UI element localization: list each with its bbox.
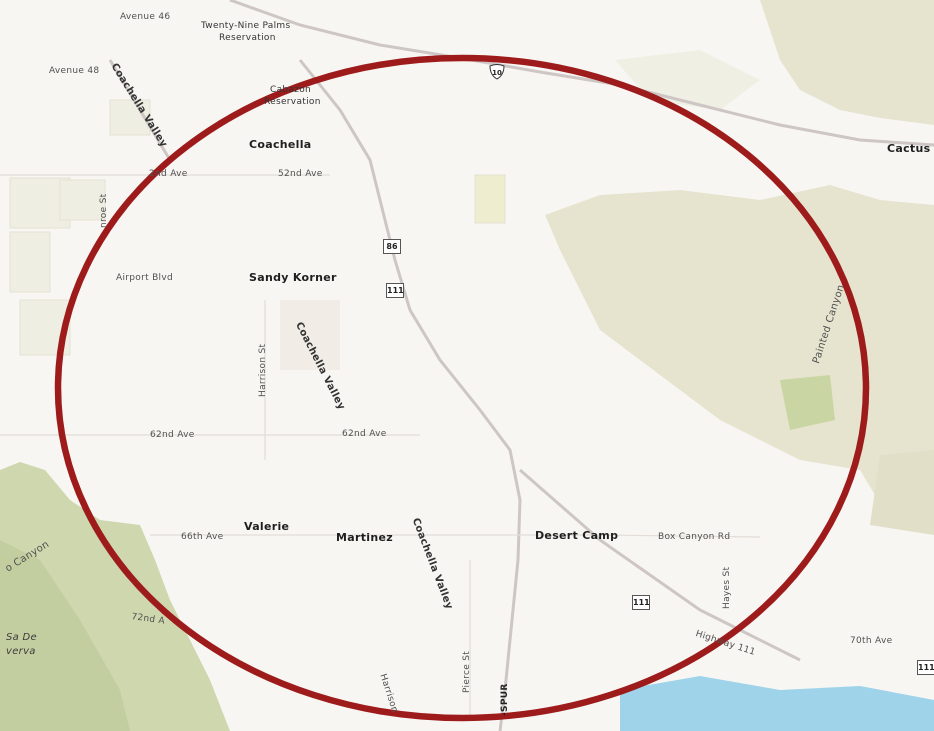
highlight-circle — [54, 54, 870, 722]
reservation-label-cabazon-line1: Cabazon — [270, 85, 312, 95]
reservation-label-twentynine-palms-line1: Twenty-Nine Palms — [201, 21, 291, 31]
road-label-pierce: Pierce St — [462, 650, 472, 693]
route-111-north-shield-icon: 111 — [386, 283, 404, 298]
reservation-label-twentynine-palms-line2: Reservation — [219, 33, 276, 43]
interstate-10-shield-icon: 10 — [489, 64, 505, 80]
road-label-spur: -SPUR — [500, 683, 510, 716]
route-86-shield-icon: 86 — [383, 239, 401, 254]
terrain-northeast — [760, 0, 934, 125]
road-label-hayes: Hayes St — [722, 566, 732, 609]
road-label-monroe: nroe St — [99, 193, 109, 228]
road-label-70th: 70th Ave — [850, 636, 893, 646]
farmland-patches — [9, 99, 506, 370]
reservation-label-cabazon-line2: Reservation — [264, 97, 321, 107]
salton-sea — [620, 676, 934, 731]
road-label-avenue46: Avenue 46 — [120, 12, 171, 22]
road-network — [108, 0, 934, 731]
route-111-south-shield-icon: 111 — [632, 595, 650, 610]
place-label-martinez[interactable]: Martinez — [336, 531, 393, 544]
road-label-52nd-left: 2nd Ave — [149, 169, 188, 179]
terrain-east — [545, 185, 934, 530]
place-label-desert-camp[interactable]: Desert Camp — [535, 529, 619, 542]
place-label-sandy-korner[interactable]: Sandy Korner — [249, 271, 337, 284]
route-111-east-shield-icon: 111 — [917, 660, 934, 675]
minor-roads — [0, 174, 761, 720]
road-label-62nd-left: 62nd Ave — [150, 430, 195, 440]
mountain-label-line1: Sa De — [6, 632, 38, 643]
road-label-62nd-right: 62nd Ave — [342, 429, 387, 439]
mountain-label-line2: verva — [6, 646, 36, 657]
road-label-avenue48: Avenue 48 — [49, 66, 100, 76]
interstate-10-number: 10 — [492, 69, 502, 77]
road-label-box-canyon: Box Canyon Rd — [658, 532, 731, 542]
place-label-valerie[interactable]: Valerie — [244, 520, 290, 533]
place-label-coachella[interactable]: Coachella — [249, 138, 312, 151]
road-label-harrison: Harrison St — [258, 343, 268, 397]
place-label-cactus-city[interactable]: Cactus C — [887, 142, 934, 155]
road-label-66th: 66th Ave — [181, 532, 224, 542]
road-label-airport-blvd: Airport Blvd — [116, 273, 173, 283]
road-label-52nd-right: 52nd Ave — [278, 169, 323, 179]
